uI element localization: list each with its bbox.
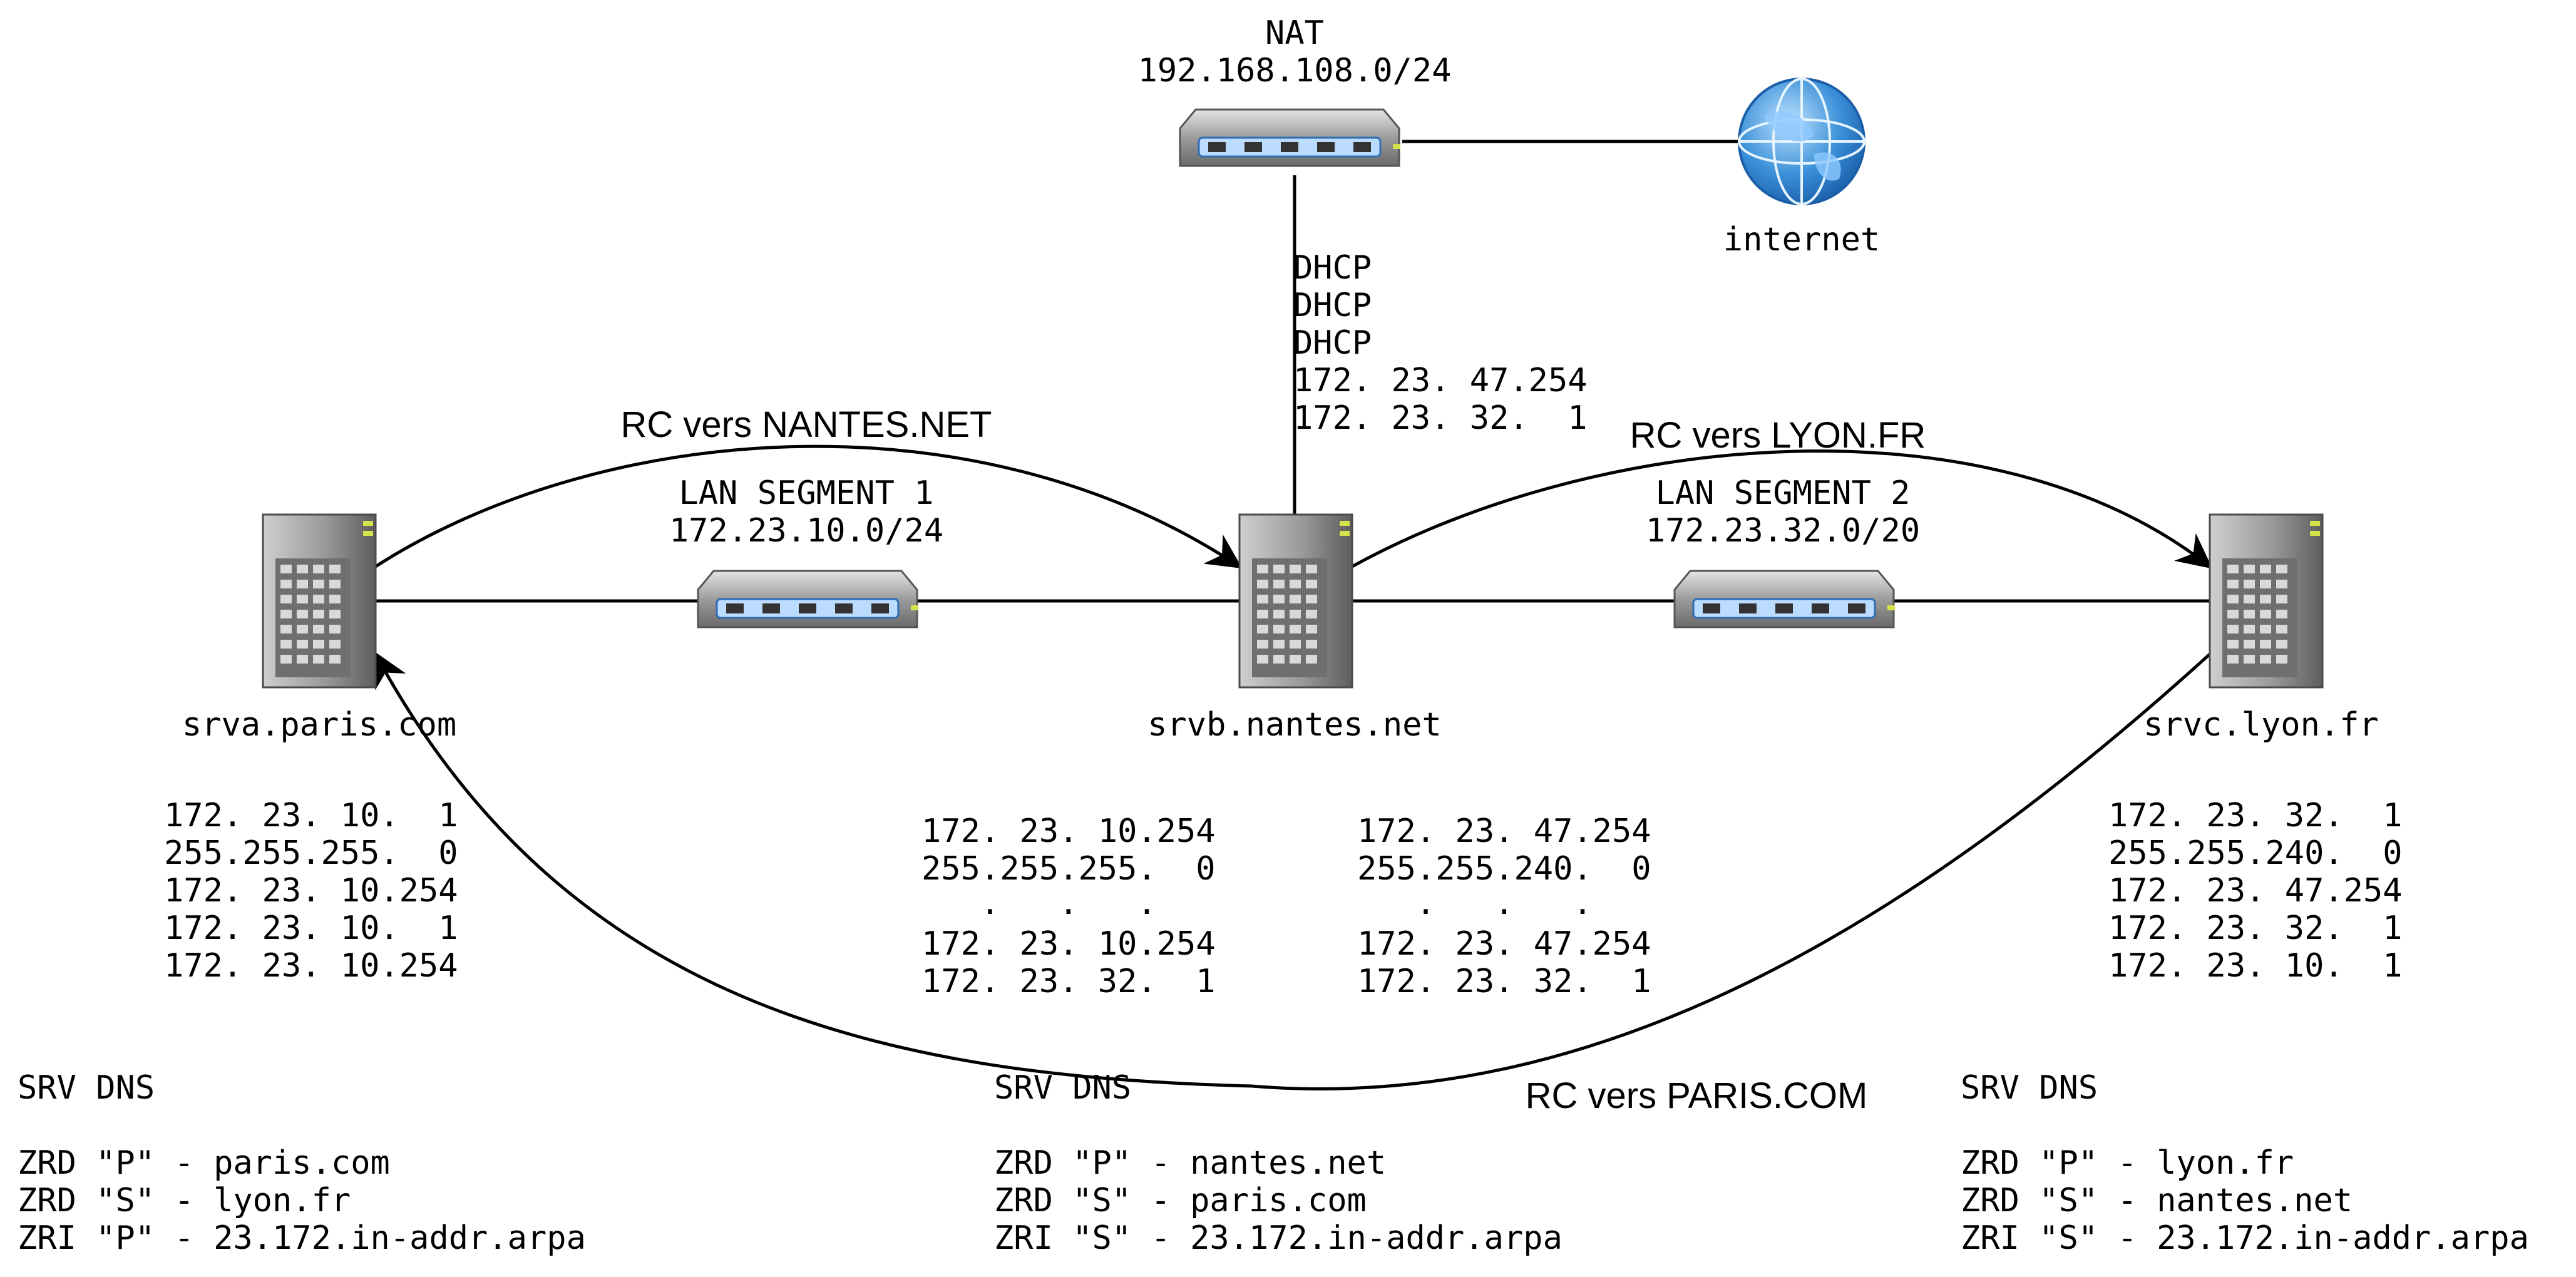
srvb-dns-line: ZRI "S" - 23.172.in-addr.arpa — [994, 1219, 1563, 1257]
srvc-dns-line: ZRD "P" - lyon.fr — [1961, 1144, 2294, 1182]
srva-config-line: 172. 23. 10.254 — [164, 947, 458, 985]
srvc-config-line: 255.255.240. 0 — [2108, 834, 2403, 872]
srvc-config: 172. 23. 32. 1 255.255.240. 0 172. 23. 4… — [2108, 797, 2403, 985]
srvc-dns-line: ZRD "S" - nantes.net — [1961, 1182, 2353, 1219]
srva-dns-block: SRV DNS ZRD "P" - paris.com ZRD "S" - ly… — [18, 1069, 586, 1257]
srva-config-line: 172. 23. 10. 1 — [164, 910, 458, 947]
internet-globe-icon — [1738, 78, 1865, 205]
nat-switch-icon — [1179, 108, 1400, 167]
srvc-dns-block: SRV DNS ZRD "P" - lyon.fr ZRD "S" - nant… — [1961, 1069, 2529, 1257]
srvb-nic1-line: 255.255.255. 0 — [921, 850, 1216, 888]
srva-dns-line: ZRD "S" - lyon.fr — [18, 1182, 351, 1219]
lan1-title: LAN SEGMENT 1 — [679, 474, 934, 512]
forwarder-label-c-to-a: RC vers PARIS.COM — [1526, 1075, 1868, 1116]
srvb-nic1-line: . . . — [921, 885, 1157, 922]
srvb-dns-line: ZRD "S" - paris.com — [994, 1182, 1367, 1219]
srvb-uplink-line: DHCP — [1293, 324, 1372, 362]
srvb-uplink-line: 172. 23. 32. 1 — [1293, 399, 1588, 437]
srva-dns-line: ZRD "P" - paris.com — [18, 1144, 390, 1182]
nat-network: 192.168.108.0/24 — [1138, 52, 1452, 90]
srvb-nic1-line: 172. 23. 32. 1 — [921, 963, 1216, 1000]
srvc-config-line: 172. 23. 47.254 — [2108, 872, 2403, 910]
srvb-dns-block: SRV DNS ZRD "P" - nantes.net ZRD "S" - p… — [994, 1069, 1563, 1257]
lan1-switch-icon — [697, 570, 918, 628]
nat-title: NAT — [1265, 14, 1324, 52]
srvb-nic1-line: 172. 23. 10.254 — [921, 813, 1216, 850]
srva-config-line: 172. 23. 10. 1 — [164, 797, 458, 834]
srvb-dns-line: SRV DNS — [994, 1069, 1131, 1107]
forwarder-arc-b-to-c — [1351, 449, 2213, 569]
srvb-nic2-line: 255.255.240. 0 — [1357, 850, 1651, 888]
srvc-dns-line: ZRI "S" - 23.172.in-addr.arpa — [1961, 1219, 2529, 1257]
srvb-nic1-config: 172. 23. 10.254 255.255.255. 0 . . . 172… — [921, 813, 1216, 1000]
srvb-nic2-line: 172. 23. 47.254 — [1357, 813, 1651, 850]
internet-label: internet — [1723, 221, 1880, 259]
forwarder-arc-a-to-b — [374, 444, 1243, 569]
srvb-uplink-line: DHCP — [1293, 287, 1372, 324]
srvb-uplink-line: DHCP — [1293, 249, 1372, 287]
srvc-config-line: 172. 23. 32. 1 — [2108, 797, 2403, 834]
srva-config-line: 255.255.255. 0 — [164, 834, 458, 872]
srvb-uplink-lines: DHCP DHCP DHCP 172. 23. 47.254 172. 23. … — [1293, 249, 1588, 437]
srva-dns-line: SRV DNS — [18, 1069, 155, 1107]
srva-config: 172. 23. 10. 1 255.255.255. 0 172. 23. 1… — [164, 797, 458, 985]
lan1-network: 172.23.10.0/24 — [669, 512, 943, 550]
srvb-dns-line: ZRD "P" - nantes.net — [994, 1144, 1386, 1182]
srvb-nic2-line: 172. 23. 32. 1 — [1357, 963, 1651, 1000]
srvc-config-line: 172. 23. 10. 1 — [2108, 947, 2403, 985]
lan2-title: LAN SEGMENT 2 — [1656, 474, 1911, 512]
srvc-hostname: srvc.lyon.fr — [2143, 706, 2379, 744]
srvb-nic2-line: . . . — [1357, 885, 1593, 922]
srvb-nic2-config: 172. 23. 47.254 255.255.240. 0 . . . 172… — [1357, 813, 1651, 1000]
lan2-network: 172.23.32.0/20 — [1646, 512, 1920, 550]
srvb-server-icon — [1238, 513, 1353, 689]
forwarder-arc-c-to-a — [374, 651, 2211, 1090]
srvc-server-icon — [2209, 513, 2324, 689]
lan2-switch-icon — [1673, 570, 1895, 628]
srva-hostname: srva.paris.com — [182, 706, 456, 744]
srvb-nic2-line: 172. 23. 47.254 — [1357, 925, 1651, 963]
srvb-hostname: srvb.nantes.net — [1147, 706, 1442, 744]
srva-dns-line: ZRI "P" - 23.172.in-addr.arpa — [18, 1219, 586, 1257]
srva-config-line: 172. 23. 10.254 — [164, 872, 458, 910]
srvb-nic1-line: 172. 23. 10.254 — [921, 925, 1216, 963]
srvc-dns-line: SRV DNS — [1961, 1069, 2098, 1107]
srva-server-icon — [262, 513, 377, 689]
srvc-config-line: 172. 23. 32. 1 — [2108, 910, 2403, 947]
srvb-uplink-line: 172. 23. 47.254 — [1293, 362, 1588, 399]
forwarder-label-b-to-c: RC vers LYON.FR — [1630, 415, 1926, 456]
forwarder-label-a-to-b: RC vers NANTES.NET — [621, 404, 992, 445]
